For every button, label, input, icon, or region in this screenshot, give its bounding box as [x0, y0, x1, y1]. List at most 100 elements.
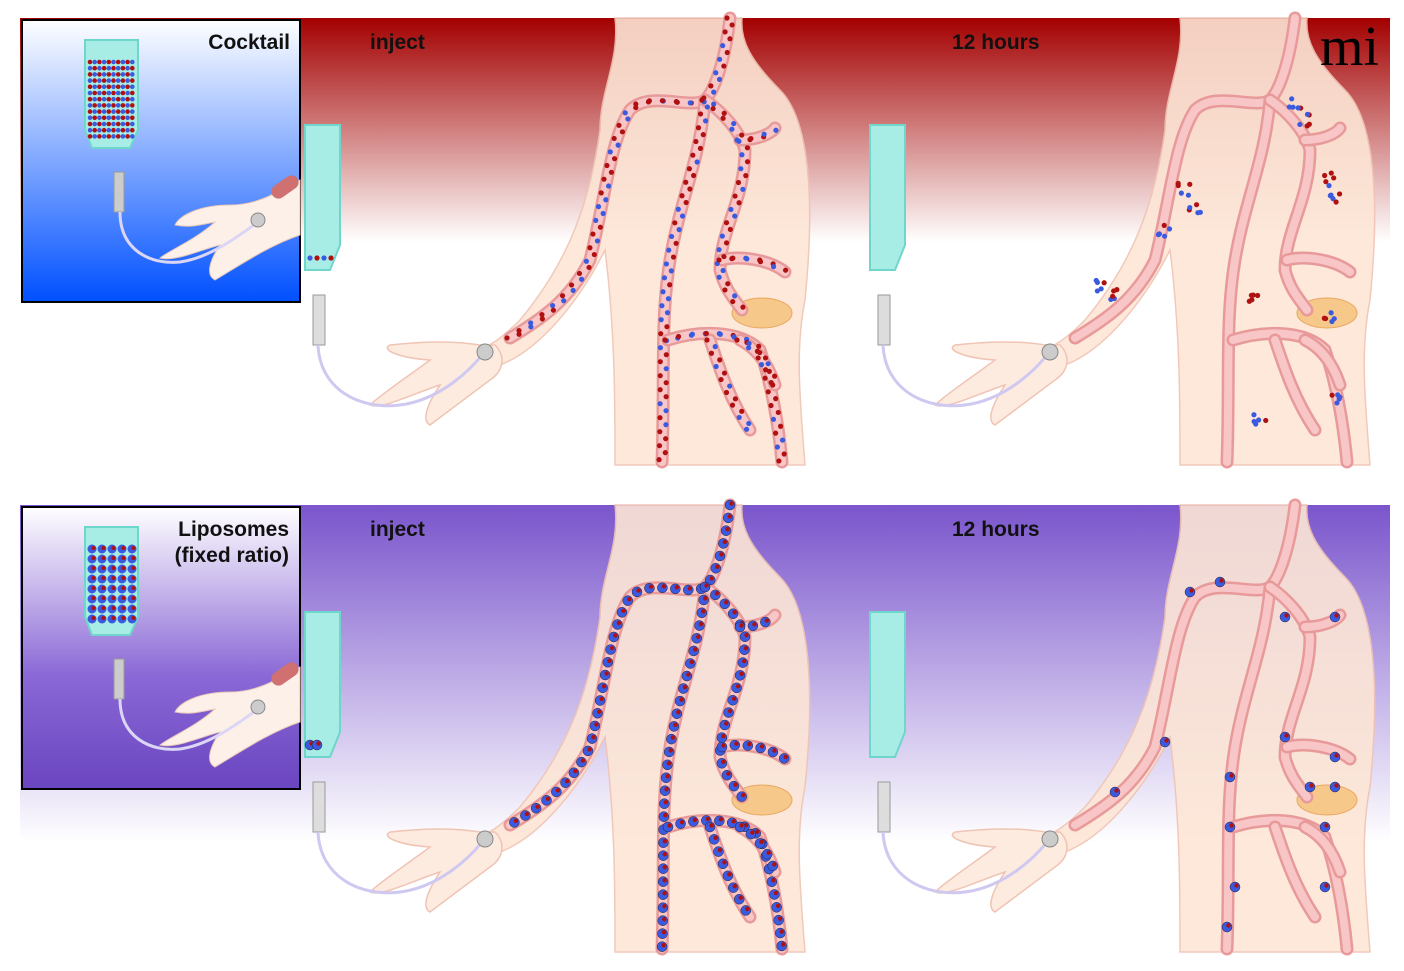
drug-particle-blue: [722, 29, 728, 35]
drug-particle-red: [1229, 773, 1234, 778]
drug-particle-red: [667, 282, 673, 288]
inset-title: Cocktail: [208, 31, 290, 54]
vessel: [506, 14, 734, 342]
drug-particle-red: [682, 684, 688, 690]
drug-particle-blue: [1161, 233, 1168, 239]
drug-particle-red: [91, 586, 96, 590]
drug-particle-red: [97, 121, 102, 127]
drug-particle-red: [729, 501, 734, 506]
drug-particle-blue: [728, 206, 734, 213]
drug-particle-red: [732, 883, 737, 889]
drug-particle-blue: [757, 349, 763, 356]
drug-particle-red: [1334, 613, 1339, 618]
drug-particle-red: [111, 586, 116, 590]
drug-particle-red: [750, 830, 755, 835]
drug-particle-blue: [130, 72, 135, 77]
drug-particle-blue: [130, 134, 135, 139]
drug-particle-blue: [101, 72, 107, 77]
drug-particle-red: [662, 450, 668, 456]
drug-particle-red: [689, 659, 695, 665]
drug-particle-blue: [732, 396, 739, 402]
drug-particle-red: [724, 721, 729, 726]
organ: [731, 297, 793, 329]
drug-particle-red: [111, 616, 116, 620]
drug-particle-red: [724, 600, 729, 605]
inject-panel: [304, 498, 811, 956]
drug-particle-blue: [689, 331, 695, 337]
drug-particle-blue: [587, 245, 593, 251]
drug-particle-red: [91, 546, 96, 550]
drug-particle-blue: [87, 115, 93, 121]
blood-vessels: [1068, 11, 1357, 469]
drug-particle-red: [732, 193, 738, 199]
drug-particle-red: [111, 606, 116, 610]
drug-particle-blue: [92, 59, 97, 65]
drug-particle-red: [773, 890, 779, 896]
drug-particle-red: [739, 623, 744, 628]
catheter: [476, 343, 494, 361]
drug-particle-red: [727, 514, 732, 519]
drug-particle-red: [662, 916, 667, 922]
iv-tube: [316, 344, 484, 408]
drug-particle-red: [771, 878, 776, 883]
drug-particle-red: [756, 343, 762, 349]
drug-particle-red: [87, 121, 93, 127]
drug-particle-red: [717, 331, 723, 337]
drug-particle-red: [607, 658, 612, 663]
drug-particle-blue: [115, 65, 121, 71]
vessel: [1271, 336, 1319, 434]
drug-particle-blue: [675, 206, 681, 212]
drug-particle-red: [131, 606, 136, 610]
drug-particle-red: [599, 696, 604, 702]
drug-particle-red: [777, 916, 783, 921]
drug-particle-red: [1101, 280, 1107, 286]
drug-particle-red: [97, 134, 102, 139]
drug-particle-red: [619, 129, 626, 135]
drug-particle-red: [101, 576, 106, 580]
drug-particle-red: [657, 401, 663, 407]
particles: [307, 15, 789, 464]
vessel: [1223, 96, 1274, 466]
drug-particle-red: [106, 59, 112, 65]
drug-particle-blue: [314, 255, 320, 261]
drug-particle-red: [1185, 192, 1192, 198]
iv-tube: [316, 831, 484, 895]
drug-particle-blue: [101, 59, 107, 65]
drug-particle-red: [663, 408, 669, 414]
drug-particle-red: [665, 774, 670, 779]
inset-vessel: [271, 662, 299, 686]
drug-particle-blue: [125, 103, 130, 108]
hand: [933, 828, 1068, 913]
drug-particle-red: [710, 105, 716, 112]
vessel: [658, 96, 709, 466]
drug-particle-blue: [1253, 421, 1259, 427]
drug-particle-red: [120, 127, 126, 133]
drug-particle-blue: [660, 289, 666, 295]
drug-particle-red: [1323, 179, 1329, 185]
drug-particle-red: [772, 430, 779, 436]
drug-particle-red: [1324, 883, 1329, 888]
drug-particle-red: [676, 227, 682, 233]
drug-particle-red: [698, 621, 704, 627]
drug-particle-blue: [120, 134, 126, 139]
drug-particle-blue: [111, 134, 116, 139]
drug-particle-blue: [1328, 310, 1334, 316]
drug-particle-red: [91, 576, 96, 580]
drug-particle-red: [782, 267, 789, 273]
drug-particle-red: [703, 330, 709, 337]
drug-particle-red: [705, 816, 711, 822]
drug-particle-blue: [672, 220, 678, 226]
drug-particle-blue: [1337, 394, 1343, 400]
drug-particle-red: [779, 929, 784, 934]
drug-particle-red: [661, 584, 667, 589]
drug-particle-red: [648, 584, 654, 589]
drug-particle-red: [721, 110, 727, 116]
drug-particle-red: [106, 72, 112, 77]
drug-particle-red: [115, 134, 121, 139]
drug-particle-blue: [328, 255, 334, 261]
drug-particle-red: [736, 414, 742, 421]
drug-particle-red: [131, 616, 136, 620]
drug-particle-red: [101, 556, 106, 560]
drug-particle-red: [573, 769, 578, 774]
drug-particle-red: [101, 596, 106, 600]
